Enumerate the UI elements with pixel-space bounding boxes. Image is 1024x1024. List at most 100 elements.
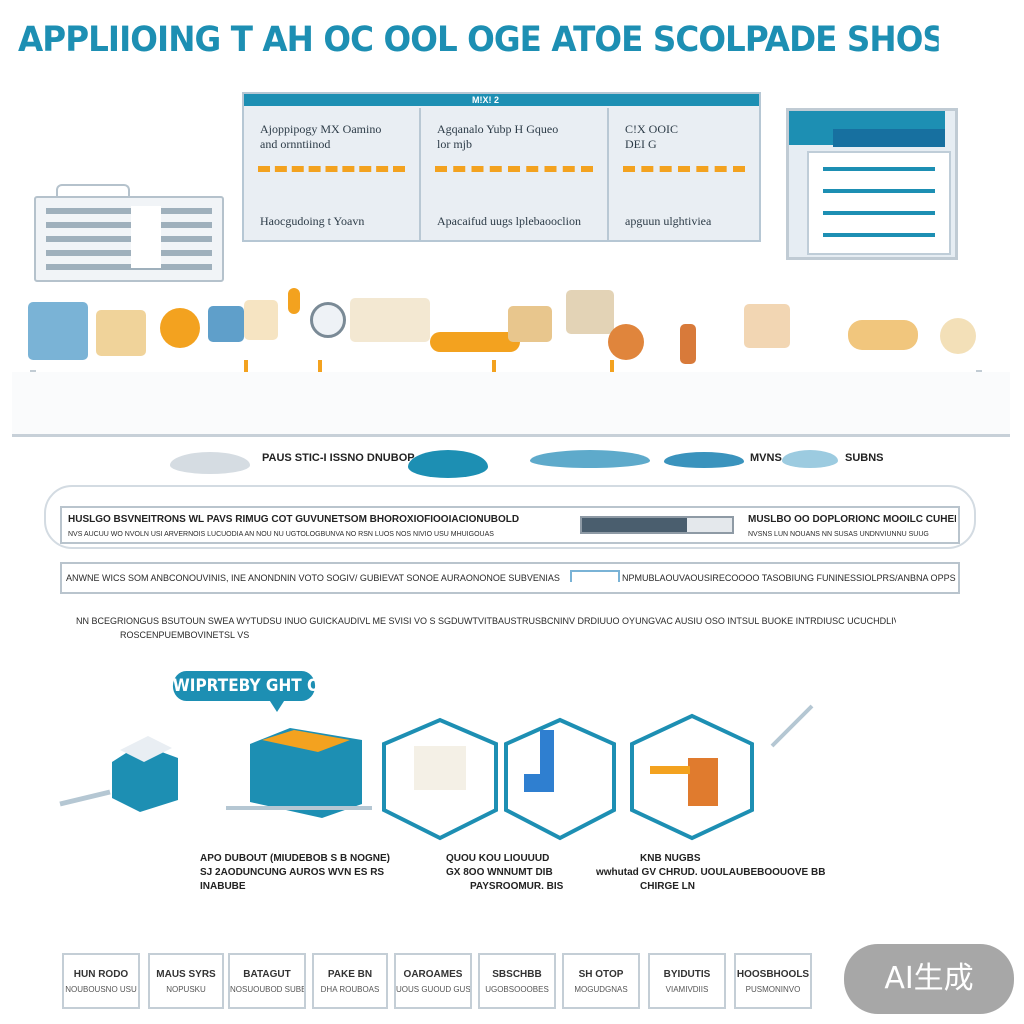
section-outline [44,485,976,549]
bottom-card-label: HOOSBHOOLS [736,969,810,980]
panel-column: C!X OOIC DEI G apguun ulghtiviea [607,108,759,240]
bottom-card: BATAGUT NOSUOUBOD SUBB [228,953,306,1009]
bottom-card: BYIDUTIS VIAMIVDIIS [648,953,726,1009]
caption-line: SJ 2AODUNCUNG AUROS WVN ES RS [200,867,385,878]
caption: QUOU KOU LIOUUUD GX 8OO WNNUMT DIB PAYSR… [446,852,563,894]
panel-column-footer: Apacaifud uugs lplebaooclion [437,214,581,228]
info-bar-secondary: ANWNE WICS SOM ANBCONOUVINIS, INE ANONDN… [60,562,960,594]
fish-row-label: SUBNS [845,452,884,464]
window-stripe [46,208,212,214]
cube-icon-2 [226,728,372,818]
panel-column-heading: C!X OOIC DEI G [625,122,678,151]
photo-icon [566,290,614,334]
caption: KNB NUGBS wwhutad GV CHRUD. UOULAUBEBOOU… [596,852,825,894]
lamp-icon [940,318,976,354]
caption-line: wwhutad GV CHRUD. UOULAUBEBOOUOVE BB [596,867,826,878]
info-bar-secondary-text: ANWNE WICS SOM ANBCONOUVINIS, INE ANONDN… [66,573,560,583]
page-title: APPLIIOING T AH OC OOL OGE ATOE SCOLPADE… [18,20,939,60]
panel-column-footer: apguun ulghtiviea [625,214,712,228]
panel-column-heading: Ajoppipogy MX Oamino and ornntiinod [260,122,382,151]
info-bar-secondary-right-text: NPMUBLAOUVAOUSIRECOOOO TASOBIUNG FUNINES… [622,573,956,583]
picture-icon [508,306,552,342]
frame-icon [244,300,278,340]
server-window-illustration [34,184,224,282]
hexagon-icon-3 [630,713,754,841]
tool-icon [96,310,146,356]
dashed-divider [258,166,405,172]
bottom-card-sub: DHA ROUBOAS [320,985,380,994]
info-bar: HUSLGO BSVNEITRONS WL PAVS RIMUG COT GUV… [60,506,960,544]
bottom-card: PAKE BN DHA ROUBOAS [312,953,388,1009]
document-line [823,167,935,171]
bottom-card: SBSCHBB UGOBSOOOBES [478,953,556,1009]
caption: APO DUBOUT (MIUDEBOB S B NOGNE) SJ 2AODU… [200,852,390,894]
caption-line: QUOU KOU LIOUUUD [446,853,550,864]
paragraph-line: ROSCENPUEMBOVINETSL VS [120,630,250,640]
connector-line [770,704,814,748]
ai-generated-watermark: AI生成 [844,944,1014,1014]
window-stripe [46,264,212,270]
eel-illustration [530,442,650,476]
description-paragraph: NN BCEGRIONGUS BSUTOUN SWEA WYTUDSU INUO… [76,614,896,642]
bottom-card: HUN RODO NOUBOUSNO USU [62,953,140,1009]
bottom-card-label: HUN RODO [73,969,129,980]
document-line [823,189,935,193]
bottom-card-label: MAUS SYRS [156,969,216,980]
bottom-card-sub: VIAMIVDIIS [665,985,709,994]
document-icon [786,108,958,260]
fish-illustration [408,444,494,480]
fish-row-label: PAUS STIC-I ISSNO DNUBOP [262,452,415,464]
cube-icon-1 [59,736,178,812]
bottom-card-label: OAROAMES [403,969,463,980]
caption-line: PAYSROOMUR. BIS [470,881,564,892]
bottom-card-label: BYIDUTIS [663,969,711,980]
bottom-card: SH OTOP MOGUDGNAS [562,953,640,1009]
info-bar-right-title: MUSLBO OO DOPLORIONC MOOILC CUHENNITS [748,514,956,525]
bottom-card-sub: NOSUOUBOD SUBB [230,985,304,994]
fish-row-label: MVNS [750,452,782,464]
paragraph-line: NN BCEGRIONGUS BSUTOUN SWEA WYTUDSU INUO… [76,616,896,626]
panel-column: Ajoppipogy MX Oamino and ornntiinod Haoc… [244,108,419,240]
clock-icon [310,302,346,338]
bottom-card-sub: PUSMONINVO [745,985,801,994]
caption-line: KNB NUGBS [640,853,701,864]
bottom-card-sub: MOGUDGNAS [574,985,628,994]
bottom-card-label: SBSCHBB [492,969,542,980]
bottom-card-label: BATAGUT [243,969,291,980]
panel-column-heading: Agqanalo Yubp H Gqueo lor mjb [437,122,559,151]
shark-illustration [664,448,744,472]
bottom-card-sub: NOPUSKU [166,985,206,994]
painting-icon [350,298,430,342]
trophy-row-icon [430,332,520,352]
document-line [823,211,935,215]
shelf-base [12,372,1010,437]
globe-icon [160,308,200,348]
bottom-card-label: SH OTOP [578,969,624,980]
window-gap [131,206,161,268]
book-icon [744,304,790,348]
hexagon-icon-2 [504,717,616,841]
stingray-illustration [170,446,250,478]
callout-bubble: WIPRTEBY GHT ONIET [172,671,359,701]
dashed-divider [435,166,593,172]
panel-column: Agqanalo Yubp H Gqueo lor mjb Apacaifud … [419,108,607,240]
bottom-card: OAROAMES UOUS GUOUD GUS [394,953,472,1009]
caption-line: INABUBE [200,881,246,892]
window-stripe [46,236,212,242]
bottom-card-sub: UOUS GUOUD GUS [396,985,470,994]
caption-line: APO DUBOUT (MIUDEBOB S B NOGNE) [200,853,390,864]
caption-line: CHIRGE LN [640,881,695,892]
panel-tab-label: M!X! 2 [472,95,499,105]
caption-line: GX 8OO WNNUMT DIB [446,867,553,878]
box-icon [28,302,88,360]
process-graphics [59,704,814,841]
info-bar-subtitle: NVS AUCUU WO NVOLN USI ARVERNOIS LUCUODI… [68,531,494,538]
microphone-icon [288,288,300,314]
bottom-card-sub: UGOBSOOOBES [485,985,549,994]
bottom-card-label: PAKE BN [327,969,373,980]
info-bar-title: HUSLGO BSVNEITRONS WL PAVS RIMUG COT GUV… [68,514,520,525]
badge-icon [608,324,644,360]
document-sheet [807,151,951,255]
bottom-card-sub: NOUBOUSNO USU [65,985,137,994]
info-panel: M!X! 2 Ajoppipogy MX Oamino and ornntiin… [242,92,761,242]
